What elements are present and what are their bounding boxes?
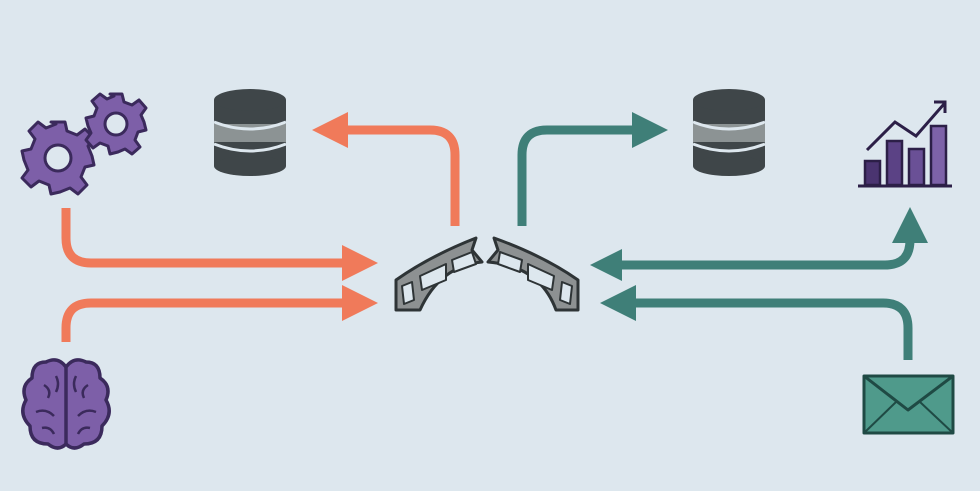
database-icon-left xyxy=(213,89,287,176)
arrow-bridge-to-left-database xyxy=(312,112,460,226)
brain-icon xyxy=(21,358,111,450)
database-icon-right xyxy=(692,89,766,176)
broken-bridge-icon xyxy=(394,236,580,312)
arrow-envelope-to-bridge xyxy=(600,285,913,360)
arrow-brain-to-bridge xyxy=(61,285,378,342)
envelope-icon xyxy=(862,374,955,435)
arrow-bridge-to-chart xyxy=(618,207,928,270)
bar-chart-growth-icon xyxy=(858,100,952,188)
arrowhead-left-teal xyxy=(590,249,622,281)
arrow-bridge-to-right-database xyxy=(517,112,668,226)
arrow-gears-to-bridge xyxy=(61,208,378,281)
gears-icon xyxy=(20,92,148,196)
